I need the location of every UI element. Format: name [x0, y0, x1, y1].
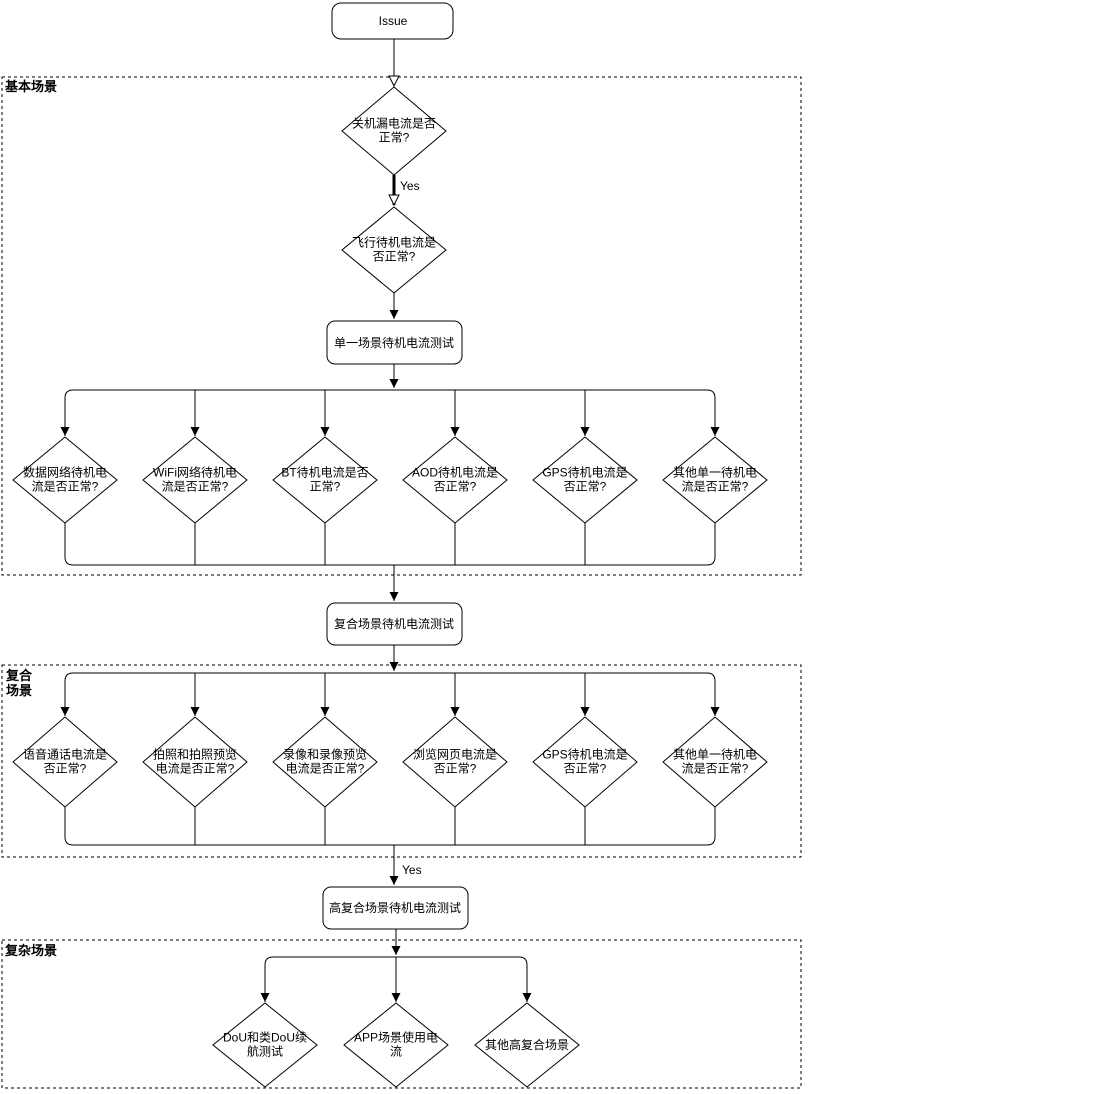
connectors — [60, 39, 720, 1002]
decision-other-high-composite-shape[interactable] — [474, 1002, 580, 1088]
region-composite-scene-label: 复合场景 — [6, 668, 33, 698]
region-complex-scene-border — [1, 939, 802, 1089]
decision-dou-endurance-shape[interactable] — [212, 1002, 318, 1088]
decision-voice-call-shape[interactable] — [12, 716, 118, 808]
edge-label-yes-1: Yes — [399, 179, 421, 193]
decision-web-browsing-shape[interactable] — [402, 716, 508, 808]
merge1-riser — [64, 523, 74, 566]
branch2-drop — [706, 672, 720, 716]
decision-data-network-shape[interactable] — [12, 436, 118, 524]
region-basic-scene-label: 基本场景 — [5, 79, 58, 94]
decision-other-single-standby-shape[interactable] — [662, 436, 768, 524]
edge-label-yes-2: Yes — [401, 863, 423, 877]
process-high-composite-scene-test-shape[interactable] — [322, 886, 469, 930]
merge2-riser — [706, 807, 716, 846]
decision-shutdown-leakage-shape[interactable] — [341, 86, 447, 176]
terminator-issue-shape[interactable] — [331, 2, 454, 40]
decision-video-preview-shape[interactable] — [272, 716, 378, 808]
branch3-drop — [260, 956, 274, 1002]
decision-gps-standby-2-shape[interactable] — [532, 716, 638, 808]
decision-flight-standby-shape[interactable] — [341, 206, 447, 294]
merge2-riser — [64, 807, 74, 846]
branch1-drop — [60, 389, 74, 436]
decision-aod-standby-shape[interactable] — [402, 436, 508, 524]
merge1-riser — [706, 523, 716, 566]
branch1-drop — [706, 389, 720, 436]
decision-bt-standby-shape[interactable] — [272, 436, 378, 524]
branch3-drop — [518, 956, 532, 1002]
region-complex-scene-label: 复杂场景 — [5, 943, 58, 958]
decision-other-single-standby-2-shape[interactable] — [662, 716, 768, 808]
region-composite-scene-border — [1, 664, 802, 858]
branch2-drop — [60, 672, 74, 716]
process-single-scene-test-shape[interactable] — [326, 320, 463, 365]
process-composite-scene-test-shape[interactable] — [326, 602, 463, 646]
decision-wifi-network-shape[interactable] — [142, 436, 248, 524]
decision-gps-standby-shape[interactable] — [532, 436, 638, 524]
decision-photo-preview-shape[interactable] — [142, 716, 248, 808]
decision-app-usage-current-shape[interactable] — [343, 1002, 449, 1088]
